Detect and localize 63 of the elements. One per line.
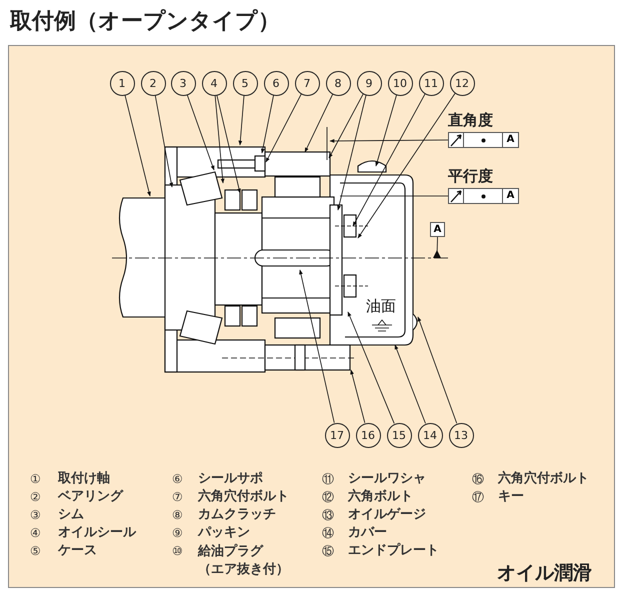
part-number: ② <box>30 489 41 505</box>
part-name: ケース <box>58 543 97 559</box>
part-name: シールサポ <box>198 471 263 487</box>
leader-line <box>433 236 441 258</box>
oil-level-label: 油面 <box>366 298 396 314</box>
leader-line <box>154 94 174 188</box>
part-number: ⑮ <box>322 543 334 559</box>
part-number: ⑧ <box>172 507 183 523</box>
part-number: ⑩ <box>172 543 183 559</box>
part-number: ⑨ <box>172 525 183 541</box>
part-number: ⑦ <box>172 489 183 505</box>
part-number: ⑫ <box>322 489 334 505</box>
leader-line <box>124 94 151 196</box>
part-name: 六角穴付ボルト <box>198 489 289 505</box>
leader-line <box>348 312 395 424</box>
part-name: カムクラッチ <box>198 507 276 523</box>
part-name: カバー <box>348 525 387 541</box>
part-name: 六角穴付ボルト <box>498 471 589 487</box>
part-number: ⑬ <box>322 507 334 523</box>
leader-line <box>337 94 366 210</box>
leader-line <box>352 94 426 226</box>
part-number: ③ <box>30 507 41 523</box>
leader-line <box>216 94 241 194</box>
leader-line <box>358 92 456 238</box>
part-number: ⑥ <box>172 471 183 487</box>
part-number: ⑤ <box>30 543 41 559</box>
part-name: キー <box>498 489 524 505</box>
part-number: ⑰ <box>472 489 484 505</box>
part-name: 六角ボルト <box>348 489 413 505</box>
part-name: 給油プラグ（エア抜き付） <box>198 543 290 579</box>
tolerance-label: 平行度 <box>448 166 493 187</box>
leader-line <box>304 94 333 152</box>
leader-line <box>186 94 214 170</box>
leader-line <box>375 94 397 166</box>
part-name: オイルシール <box>58 525 136 541</box>
datum-letter: A <box>506 189 516 203</box>
leader-line <box>260 94 274 154</box>
lubrication-note: オイル潤滑 <box>497 562 592 584</box>
part-name: ベアリング <box>58 489 123 505</box>
leader-line <box>350 370 366 424</box>
part-name: エンドプレート <box>348 543 439 559</box>
part-name: シールワシャ <box>348 471 426 487</box>
datum-letter: A <box>506 133 516 147</box>
leader-line <box>299 270 335 424</box>
part-number: ④ <box>30 525 41 541</box>
leader-line <box>418 316 458 424</box>
part-number: ⑯ <box>472 471 484 487</box>
diagram-title: 取付例（オープンタイプ） <box>10 8 280 36</box>
part-name: オイルゲージ <box>348 507 426 523</box>
part-name: パッキン <box>198 525 250 541</box>
leader-line <box>238 95 244 146</box>
part-number: ① <box>30 471 41 487</box>
tolerance-label: 直角度 <box>448 110 493 131</box>
leader-line <box>214 95 225 184</box>
part-name: シム <box>58 507 84 523</box>
part-number: ⑪ <box>322 471 334 487</box>
leader-line <box>394 344 426 424</box>
part-name: 取付け軸 <box>58 471 110 487</box>
leader-line <box>266 94 302 162</box>
datum-box: A <box>430 222 445 237</box>
leader-line <box>330 139 448 143</box>
part-number: ⑭ <box>322 525 334 541</box>
leader-line <box>328 94 364 158</box>
